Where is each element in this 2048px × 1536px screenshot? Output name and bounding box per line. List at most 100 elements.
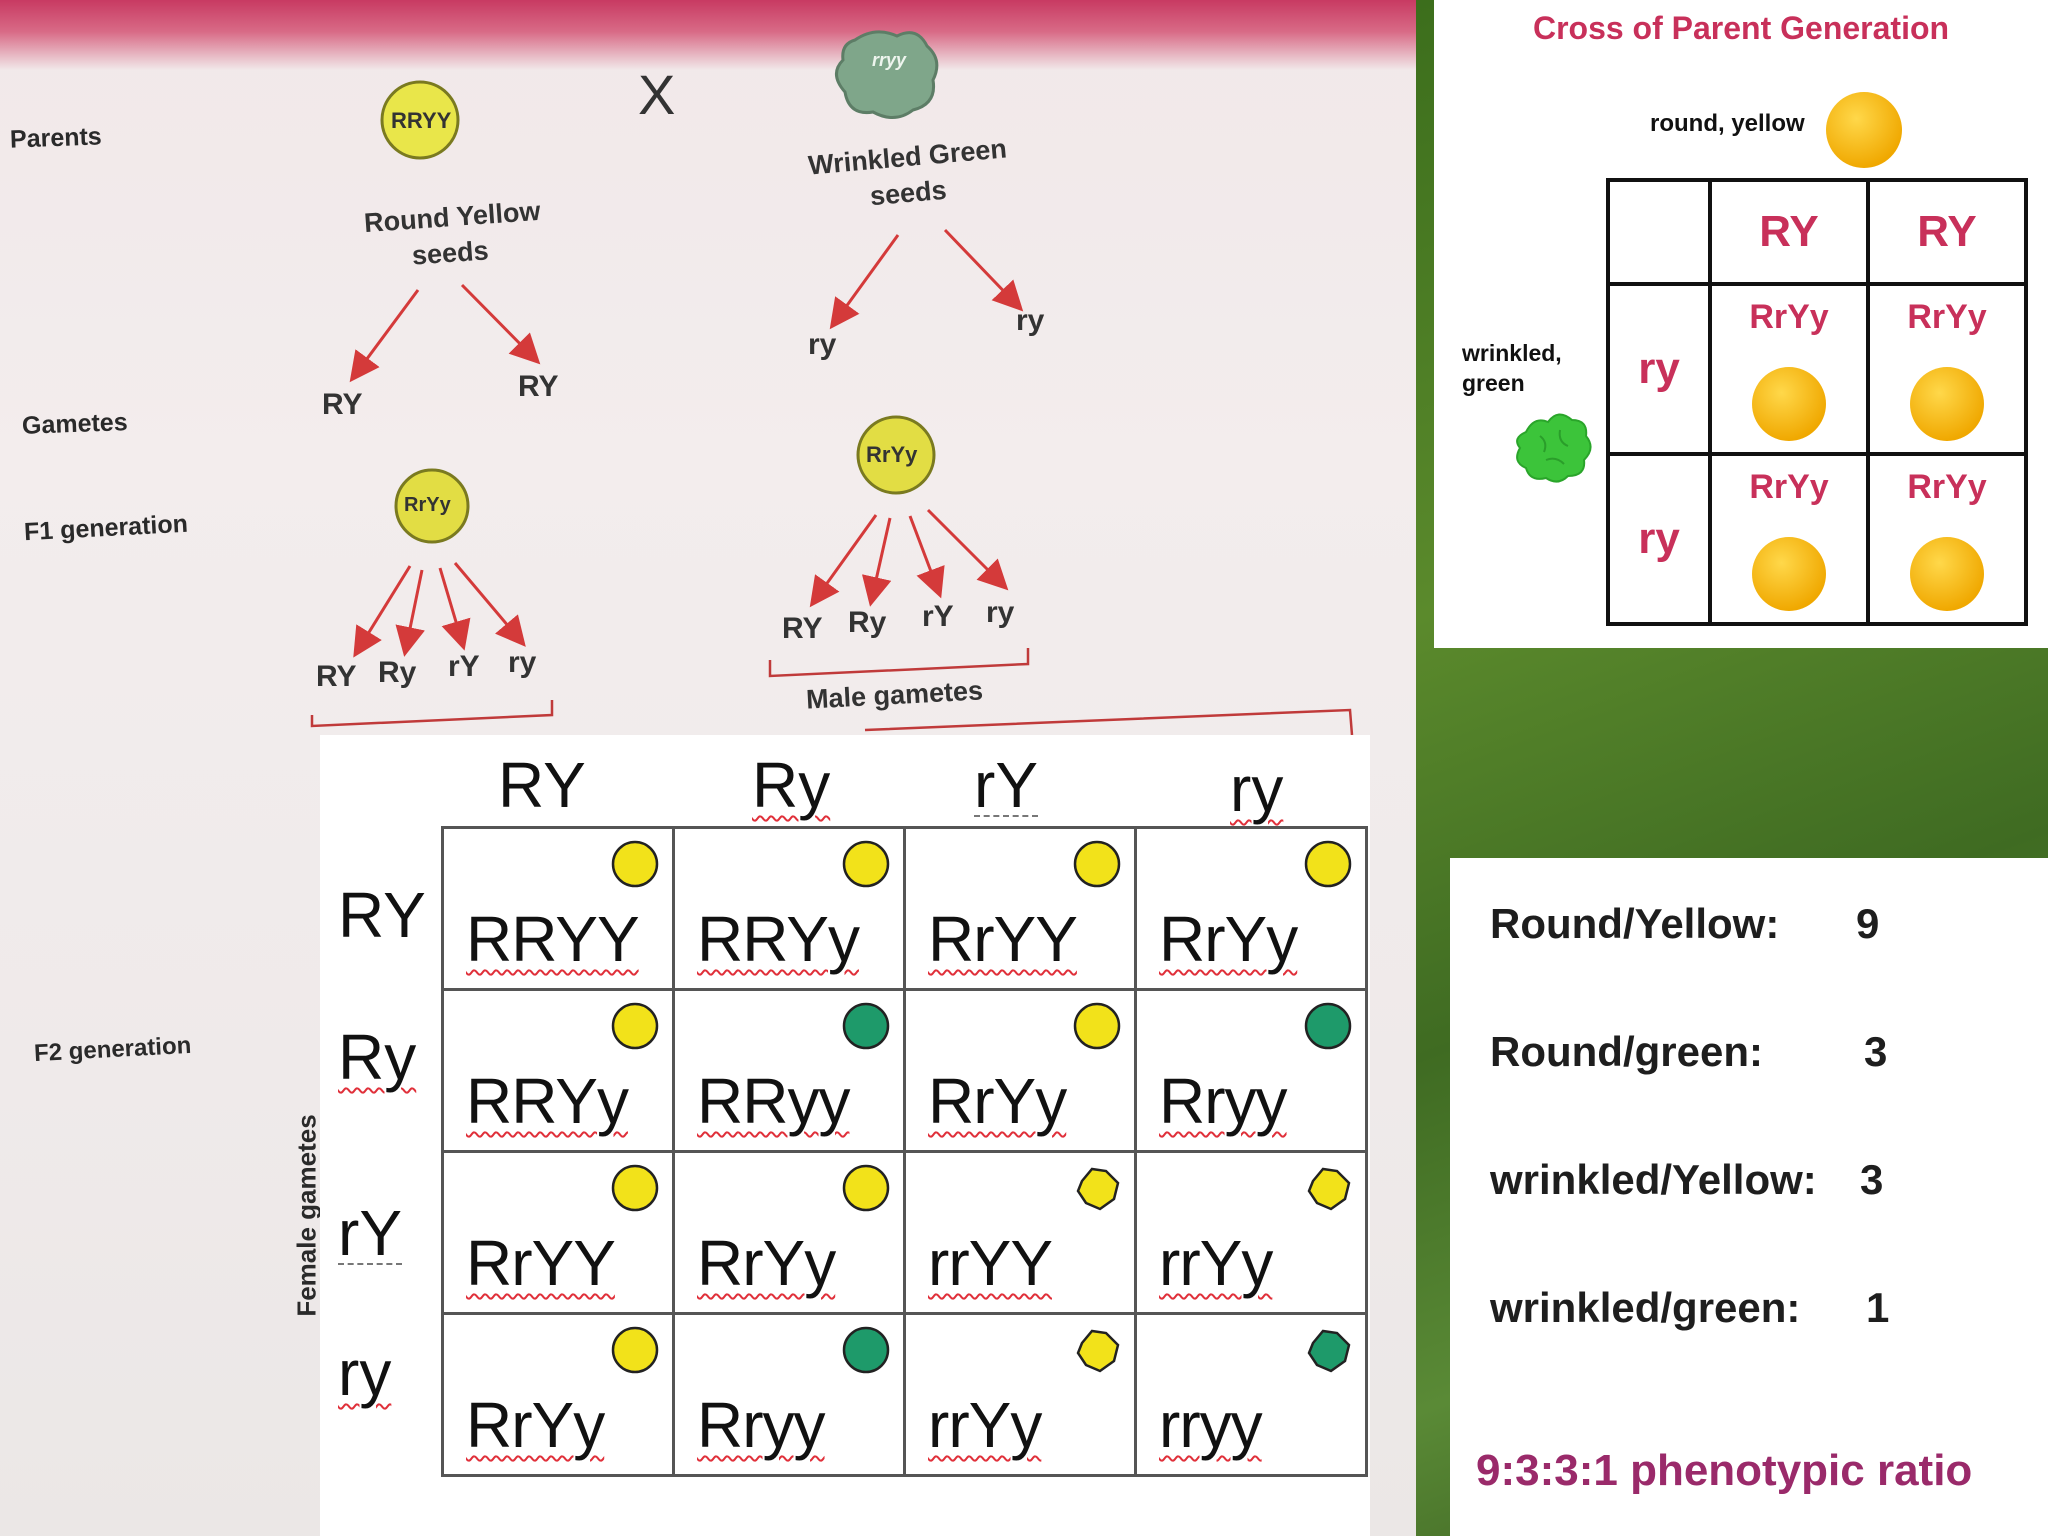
f2-cell: RrYy bbox=[1134, 826, 1368, 991]
f1-right-genotype: RrYy bbox=[866, 442, 918, 467]
f1-left-gamete-1: RY bbox=[316, 660, 357, 693]
f2-row-header-1: RY bbox=[338, 879, 426, 951]
ratio-value-2: 3 bbox=[1864, 1028, 1888, 1075]
cross-cell: RrYy bbox=[1708, 452, 1870, 626]
gamete-right-2: ry bbox=[1016, 304, 1045, 337]
f2-cell: RRyy bbox=[672, 988, 906, 1153]
f2-cell-genotype: Rryy bbox=[697, 1389, 826, 1461]
ratio-value-3: 3 bbox=[1860, 1156, 1884, 1203]
ratio-label-4: wrinkled/green: bbox=[1490, 1284, 1801, 1331]
parent-left-desc-line2: seeds bbox=[411, 235, 490, 271]
f2-row-header-3: rY bbox=[338, 1197, 402, 1269]
cross-corner-cell bbox=[1606, 178, 1712, 286]
f2-row: RrYy Rryy rrYy rryy bbox=[441, 1312, 1368, 1477]
parent-round-yellow-seed bbox=[380, 80, 460, 160]
f1-left-gamete-2: Ry bbox=[378, 656, 417, 689]
cross-cell: RrYy bbox=[1866, 452, 2028, 626]
f2-cell-genotype: RrYY bbox=[928, 903, 1078, 975]
male-gametes-bracket bbox=[768, 648, 1030, 678]
f2-cell-genotype: RRYy bbox=[466, 1065, 629, 1137]
f2-cell-genotype: rrYy bbox=[1159, 1227, 1273, 1299]
round-seed-icon bbox=[611, 1326, 659, 1374]
gamete-right-1: ry bbox=[808, 328, 837, 361]
f2-cell: RrYy bbox=[903, 988, 1137, 1153]
cross-row: ry RrYy RrYy bbox=[1606, 282, 2028, 456]
round-yellow-offspring-icon bbox=[1752, 367, 1826, 441]
round-seed-icon bbox=[611, 1002, 659, 1050]
f1-left-genotype: RrYy bbox=[404, 494, 451, 516]
round-seed-icon bbox=[1304, 840, 1352, 888]
gamete-left-1: RY bbox=[322, 388, 363, 421]
f2-cell-genotype: RrYy bbox=[928, 1065, 1067, 1137]
wrinkled-seed-icon bbox=[1076, 1329, 1120, 1373]
left-parent-label-line1: wrinkled, bbox=[1462, 340, 1562, 366]
round-seed-icon bbox=[611, 1164, 659, 1212]
cross-cell-genotype: RrYy bbox=[1907, 468, 1987, 506]
parent-left-genotype: RRYY bbox=[391, 108, 452, 133]
f2-cell-genotype: RRYY bbox=[466, 903, 640, 975]
f2-cell-genotype: rrYy bbox=[928, 1389, 1042, 1461]
f1-left-seed bbox=[394, 468, 470, 544]
f2-cell: rrYy bbox=[903, 1312, 1137, 1477]
f2-cell: Rryy bbox=[672, 1312, 906, 1477]
f2-row-header-2: Ry bbox=[338, 1021, 417, 1093]
phenotype-ratio-panel bbox=[1450, 858, 2048, 1536]
cross-col-header: RY bbox=[1708, 178, 1870, 286]
round-seed-icon bbox=[842, 840, 890, 888]
f2-cell-genotype: RrYy bbox=[1159, 903, 1298, 975]
f2-cell: rrYy bbox=[1134, 1150, 1368, 1315]
cross-row-header: ry bbox=[1606, 452, 1712, 626]
ratio-label-2: Round/green: bbox=[1490, 1028, 1763, 1075]
f2-cell-genotype: RRYy bbox=[697, 903, 860, 975]
f1-left-gamete-3: rY bbox=[448, 650, 480, 683]
page-header-band bbox=[0, 0, 1416, 70]
round-yellow-offspring-icon bbox=[1910, 367, 1984, 441]
parent-wrinkled-green-seed bbox=[835, 30, 939, 119]
f1-right-gamete-1: RY bbox=[782, 612, 823, 645]
f2-cell: RrYy bbox=[441, 1312, 675, 1477]
round-yellow-parent-icon bbox=[1826, 92, 1902, 168]
cross-cell-genotype: RrYy bbox=[1749, 468, 1829, 506]
f1-left-gamete-4: ry bbox=[508, 646, 537, 679]
f2-cell-genotype: rryy bbox=[1159, 1389, 1263, 1461]
wrinkled-seed-icon bbox=[1076, 1167, 1120, 1211]
parent-gamete-arrows bbox=[349, 228, 1024, 383]
wrinkled-green-parent-icon bbox=[1516, 413, 1592, 483]
ratio-value-1: 9 bbox=[1856, 900, 1880, 947]
f2-cell: Rryy bbox=[1134, 988, 1368, 1153]
round-seed-icon bbox=[1304, 1002, 1352, 1050]
gamete-left-2: RY bbox=[518, 370, 559, 403]
cross-cell-genotype: RrYy bbox=[1749, 298, 1829, 336]
ratio-label-3: wrinkled/Yellow: bbox=[1490, 1156, 1817, 1203]
f2-cell-genotype: RrYy bbox=[697, 1227, 836, 1299]
f2-cell: RrYy bbox=[672, 1150, 906, 1315]
female-gametes-label: Female gametes bbox=[291, 1114, 322, 1317]
cross-cell: RrYy bbox=[1866, 282, 2028, 456]
ratio-label-1: Round/Yellow: bbox=[1490, 900, 1780, 947]
f2-row: RRYy RRyy RrYy Rryy bbox=[441, 988, 1368, 1153]
f2-col-header-1: RY bbox=[498, 749, 586, 821]
round-seed-icon bbox=[611, 840, 659, 888]
cross-row: ry RrYy RrYy bbox=[1606, 452, 2028, 626]
cross-cell: RrYy bbox=[1708, 282, 1870, 456]
ratio-value-4: 1 bbox=[1866, 1284, 1890, 1331]
cross-row-header: ry bbox=[1606, 282, 1712, 456]
f1-right-gamete-4: ry bbox=[986, 596, 1015, 629]
f2-col-header-2: Ry bbox=[752, 749, 831, 821]
round-yellow-offspring-icon bbox=[1752, 537, 1826, 611]
male-gametes-bracket-extension bbox=[864, 708, 1354, 736]
round-yellow-offspring-icon bbox=[1910, 537, 1984, 611]
f2-cell: RRYy bbox=[441, 988, 675, 1153]
f2-col-header-3: rY bbox=[974, 749, 1038, 821]
cross-symbol: X bbox=[638, 63, 676, 126]
ratio-caption: 9:3:3:1 phenotypic ratio bbox=[1476, 1446, 1973, 1495]
parent-right-genotype: rryy bbox=[872, 50, 907, 70]
round-seed-icon bbox=[1073, 1002, 1121, 1050]
f2-cell: rryy bbox=[1134, 1312, 1368, 1477]
round-seed-icon bbox=[842, 1002, 890, 1050]
textbook-cross-diagram bbox=[310, 30, 1354, 736]
